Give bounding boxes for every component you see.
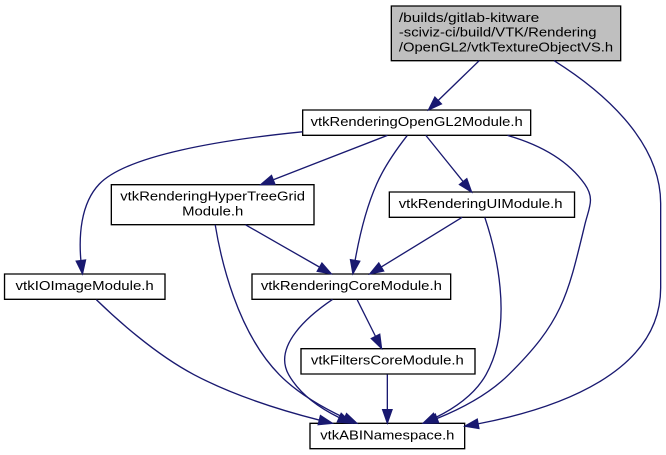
svg-text:/builds/gitlab-kitware: /builds/gitlab-kitware <box>399 10 539 25</box>
svg-text:/OpenGL2/vtkTextureObjectVS.h: /OpenGL2/vtkTextureObjectVS.h <box>399 39 613 54</box>
svg-text:vtkRenderingCoreModule.h: vtkRenderingCoreModule.h <box>261 278 442 293</box>
svg-text:vtkABINamespace.h: vtkABINamespace.h <box>320 427 454 442</box>
svg-text:vtkRenderingOpenGL2Module.h: vtkRenderingOpenGL2Module.h <box>311 114 523 129</box>
svg-text:vtkRenderingUIModule.h: vtkRenderingUIModule.h <box>399 196 563 211</box>
svg-text:Module.h: Module.h <box>182 203 243 218</box>
svg-text:vtkRenderingHyperTreeGrid: vtkRenderingHyperTreeGrid <box>120 189 305 204</box>
svg-text:vtkFiltersCoreModule.h: vtkFiltersCoreModule.h <box>311 353 464 368</box>
svg-text:vtkIOImageModule.h: vtkIOImageModule.h <box>16 278 154 293</box>
svg-text:-sciviz-ci/build/VTK/Rendering: -sciviz-ci/build/VTK/Rendering <box>399 25 597 40</box>
